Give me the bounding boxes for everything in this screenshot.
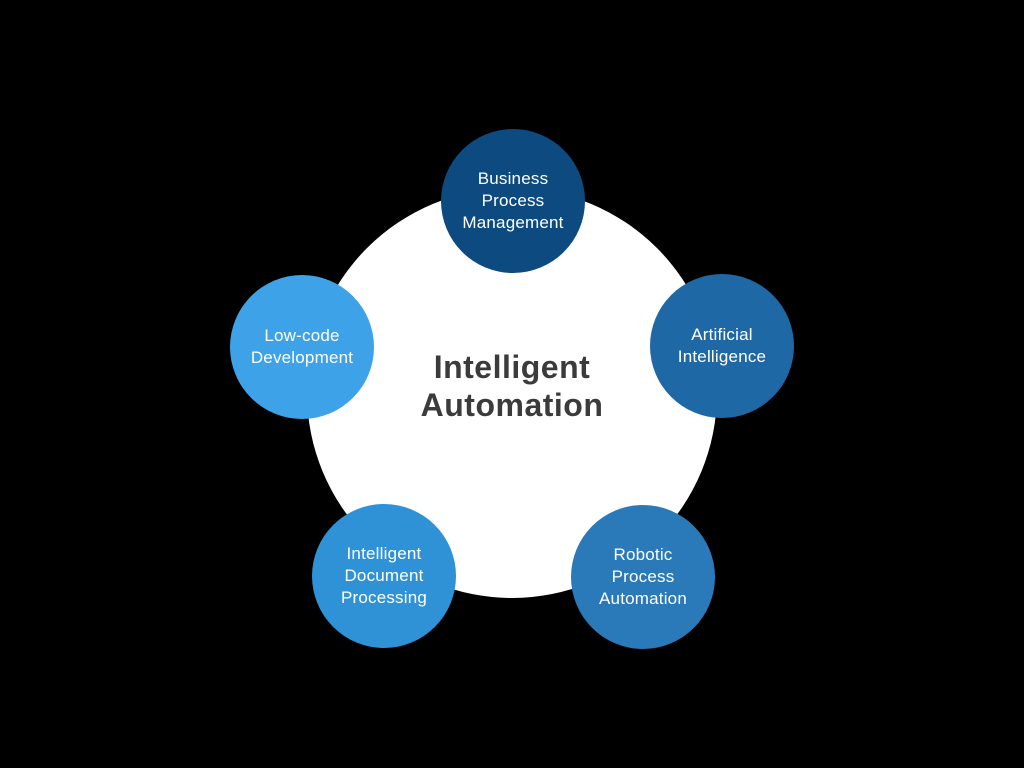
node-business-process-management: Business Process Management <box>441 129 585 273</box>
node-label: Artificial Intelligence <box>677 325 767 366</box>
node-robotic-process-automation: Robotic Process Automation <box>571 505 715 649</box>
node-label: Low-code Development <box>250 326 354 367</box>
node-label: Robotic Process Automation <box>599 545 687 608</box>
node-low-code-development: Low-code Development <box>230 275 374 419</box>
node-label: Business Process Management <box>462 169 564 232</box>
diagram-title-line: Automation <box>420 387 604 423</box>
node-label: Intelligent Document Processing <box>340 544 428 607</box>
node-artificial-intelligence: Artificial Intelligence <box>650 274 794 418</box>
diagram-title: Intelligent Automation <box>421 348 604 424</box>
diagram-title-line: Intelligent <box>433 349 591 385</box>
node-intelligent-document-processing: Intelligent Document Processing <box>312 504 456 648</box>
